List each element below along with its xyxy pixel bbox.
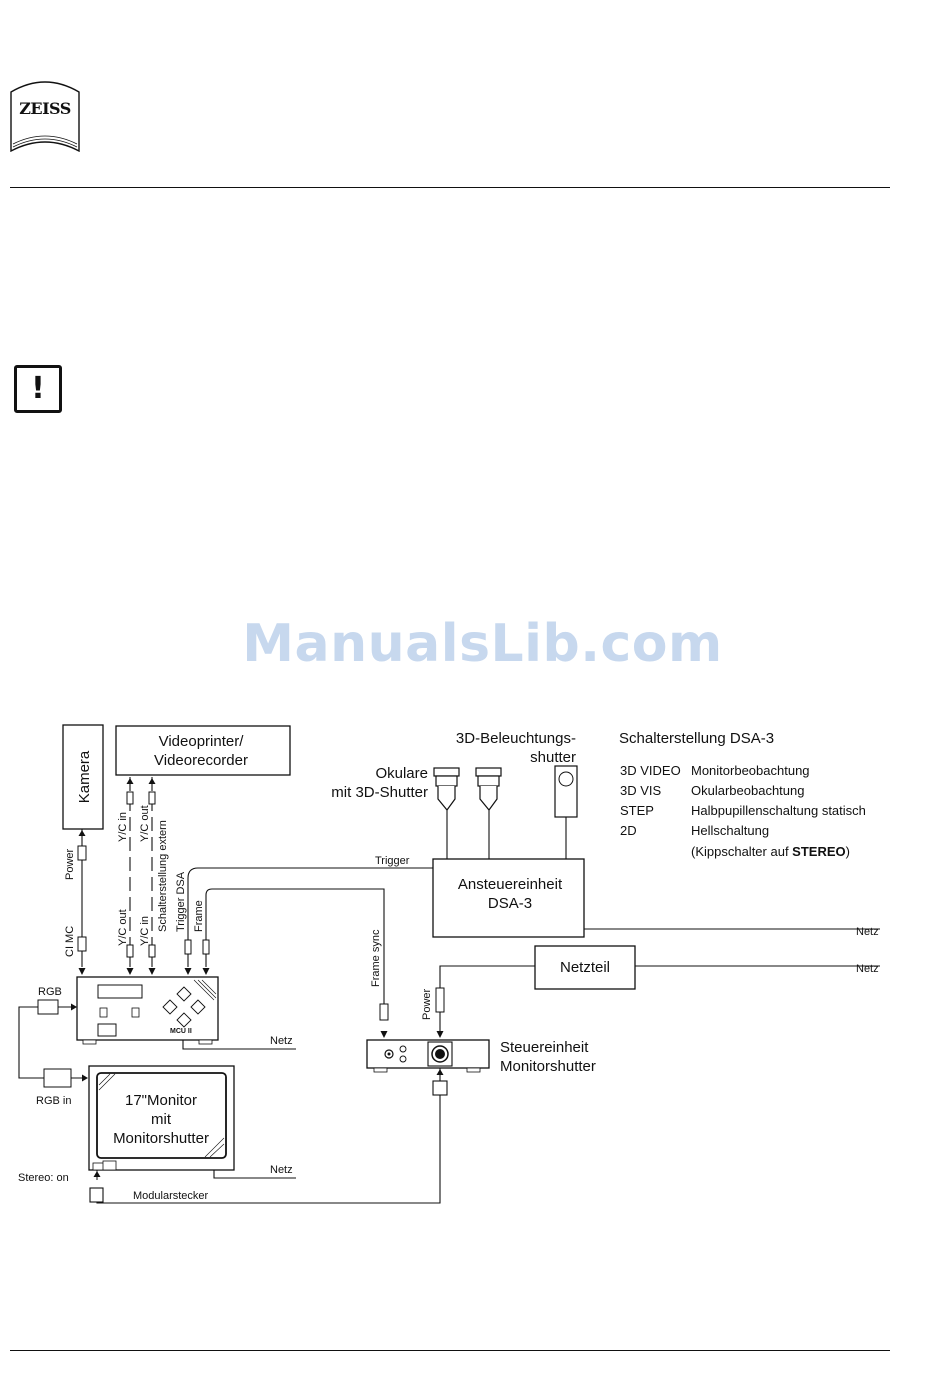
ansteuereinheit-box — [432, 858, 585, 938]
switch-note-suffix: ) — [846, 844, 850, 859]
label-power-steuer: Power — [421, 988, 433, 1020]
watermark: ManualsLib.com — [242, 614, 723, 674]
okular-left — [433, 767, 460, 811]
okular-right — [475, 767, 502, 811]
header-rule — [10, 187, 890, 188]
beleuchtung-label-2: shutter — [530, 749, 576, 766]
beleuchtung-label-1: 3D-Beleuchtungs- — [456, 730, 576, 747]
label-power-camera: Power — [64, 848, 76, 880]
label-netz-monitor: Netz — [270, 1164, 293, 1176]
label-yc-in-top: Y/C in — [117, 812, 129, 842]
switch-row-value: Hellschaltung — [691, 823, 769, 838]
label-netz-mcu: Netz — [270, 1035, 293, 1047]
monitor-label-3: Monitorshutter — [113, 1130, 209, 1147]
switch-note-bold: STEREO — [792, 844, 845, 859]
switch-table-note: (Kippschalter auf STEREO) — [691, 844, 850, 859]
monitor-screen — [96, 1072, 227, 1159]
steuer-label-1: Steuereinheit — [500, 1039, 589, 1056]
switch-table-rows: 3D VIDEO Monitorbeobachtung 3D VIS Okula… — [620, 763, 866, 838]
label-trigger-dsa: Trigger DSA — [175, 871, 187, 932]
switch-row-key: STEP — [620, 803, 654, 818]
footer-rule — [10, 1350, 890, 1351]
netzteil-box — [534, 945, 636, 990]
ansteuer-label-2: DSA-3 — [488, 895, 532, 912]
warning-symbol: ! — [31, 371, 45, 406]
switch-row-value: Monitorbeobachtung — [691, 763, 810, 778]
monitor-label-1: 17"Monitor — [125, 1092, 197, 1109]
switch-row-key: 2D — [620, 823, 637, 838]
label-trigger: Trigger — [375, 855, 410, 867]
label-rgb-in: RGB in — [36, 1095, 71, 1107]
okulare-label-2: mit 3D-Shutter — [331, 784, 428, 801]
monitor-label-2: mit — [151, 1111, 172, 1128]
switch-table-title: Schalterstellung DSA-3 — [619, 730, 774, 747]
netzteil-label: Netzteil — [560, 959, 610, 976]
switch-note-prefix: (Kippschalter auf — [691, 844, 792, 859]
ansteuer-label-1: Ansteuereinheit — [458, 876, 563, 893]
label-yc-out-bottom: Y/C out — [117, 909, 129, 946]
label-stereo-on: Stereo: on — [18, 1172, 69, 1184]
label-rgb: RGB — [38, 986, 62, 998]
videoprinter-label-1: Videoprinter/ — [159, 733, 245, 750]
label-frame: Frame — [193, 900, 205, 932]
label-ci-mc: CI MC — [64, 926, 76, 957]
label-modularstecker: Modularstecker — [133, 1190, 209, 1202]
kamera-label: Kamera — [76, 750, 93, 803]
switch-row-value: Okularbeobachtung — [691, 783, 804, 798]
label-yc-out-top: Y/C out — [139, 805, 151, 842]
label-yc-in-bottom: Y/C in — [139, 916, 151, 946]
steuer-label-2: Monitorshutter — [500, 1058, 596, 1075]
switch-row-value: Halbpupillenschaltung statisch — [691, 803, 866, 818]
label-netz-netzteil: Netz — [856, 963, 879, 975]
videoprinter-label-2: Videorecorder — [154, 752, 248, 769]
videoprinter-box — [115, 725, 291, 776]
switch-row-key: 3D VIS — [620, 783, 662, 798]
label-schalterstellung-extern: Schalterstellung extern — [157, 820, 169, 932]
switch-row-key: 3D VIDEO — [620, 763, 681, 778]
mcu-label: MCU II — [170, 1028, 192, 1035]
kamera-box — [62, 724, 104, 830]
logo-text: ZEISS — [19, 99, 71, 118]
okulare-label-1: Okulare — [375, 765, 428, 782]
label-netz-ansteuer: Netz — [856, 926, 879, 938]
warning-icon: ! — [14, 365, 62, 413]
zeiss-logo: ZEISS — [10, 81, 80, 152]
label-frame-sync: Frame sync — [370, 929, 382, 987]
